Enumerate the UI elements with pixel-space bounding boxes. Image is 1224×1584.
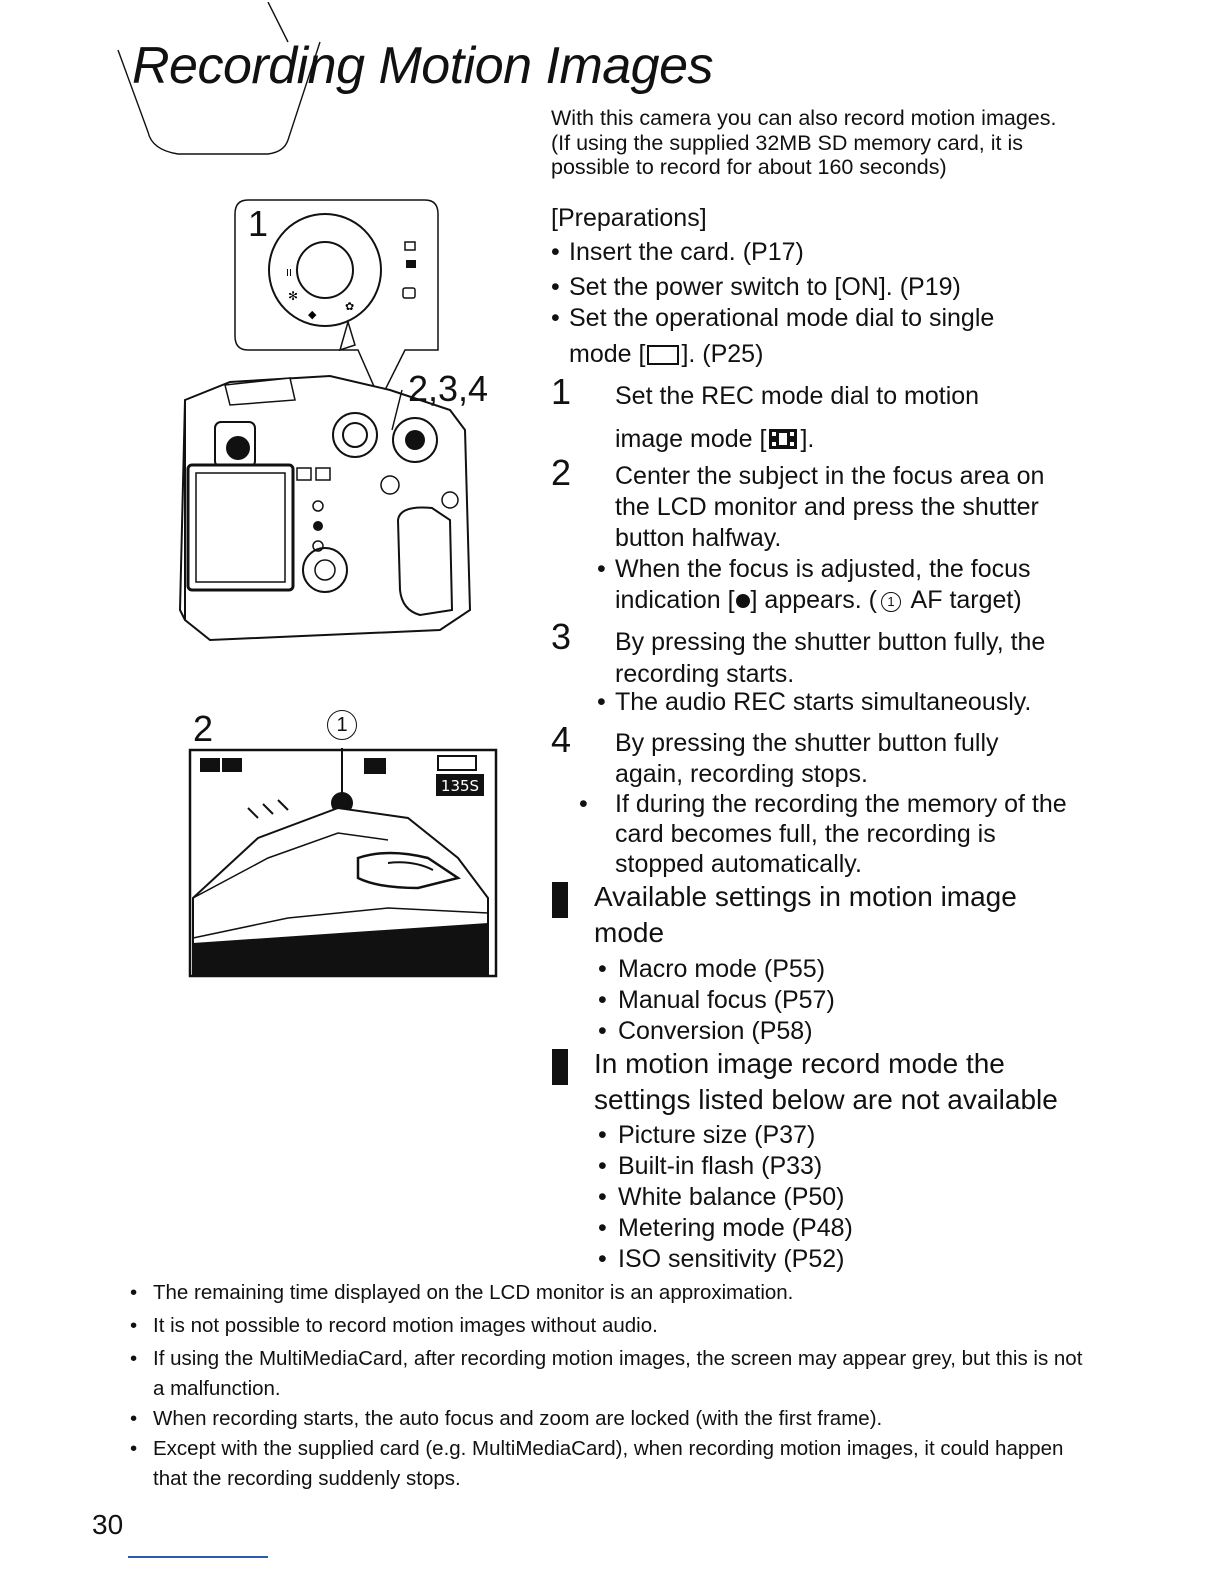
note-item: •If using the MultiMediaCard, after reco… [130, 1347, 1083, 1400]
intro-text: With this camera you can also record mot… [551, 106, 1057, 179]
available-section-marker [552, 882, 568, 918]
not-available-section-marker [552, 1049, 568, 1085]
list-item: •White balance (P50) [598, 1183, 845, 1211]
list-item: •ISO sensitivity (P52) [598, 1245, 845, 1273]
svg-text:II: II [286, 268, 292, 279]
page-number: 30 [92, 1509, 124, 1540]
prep-item-mode-dial: •Set the operational mode dial to single [551, 304, 995, 332]
note-item: •Except with the supplied card (e.g. Mul… [130, 1437, 1064, 1490]
not-available-settings-list: •Picture size (P37) •Built-in flash (P33… [598, 1120, 853, 1275]
step-3-number: 3 [551, 616, 572, 657]
notes-list: •The remaining time displayed on the LCD… [130, 1278, 1090, 1494]
footer-rule [128, 1556, 268, 1558]
step-4-sub: •If during the recording the memory of t… [579, 790, 1067, 878]
prep-item-power: •Set the power switch to [ON]. (P19) [551, 273, 961, 301]
prep-item-mode-dial-cont: mode []. (P25) [569, 340, 764, 368]
step-1-number: 1 [551, 371, 572, 412]
svg-text:✿: ✿ [345, 300, 354, 313]
list-item: •Macro mode (P55) [598, 955, 826, 983]
lcd-screen-illustration: 135S [188, 748, 498, 978]
list-item: •Conversion (P58) [598, 1017, 813, 1045]
af-target-marker: 1 [880, 592, 901, 612]
page-title: Recording Motion Images [132, 37, 714, 95]
step-2-text: Center the subject in the focus area on … [615, 462, 1045, 552]
step-4-text: By pressing the shutter button fully aga… [615, 729, 999, 788]
motion-image-icon [769, 429, 798, 449]
available-settings-list: •Macro mode (P55) •Manual focus (P57) •C… [598, 954, 835, 1047]
step-4-number: 4 [551, 719, 572, 760]
dial-callout-label: 1 [248, 203, 269, 244]
lcd-step-label: 2 [193, 708, 214, 749]
preparations-heading: [Preparations] [551, 204, 707, 232]
list-item: •Built-in flash (P33) [598, 1152, 823, 1180]
not-available-settings-heading: In motion image record mode the settings… [594, 1048, 1058, 1115]
step-2-number: 2 [551, 452, 572, 493]
buttons-callout-label: 2,3,4 [408, 368, 489, 409]
svg-text:◆: ◆ [308, 308, 317, 321]
step-3-sub: •The audio REC starts simultaneously. [597, 688, 1032, 716]
af-target-callout: 1 [327, 710, 357, 740]
title-decoration [117, 2, 321, 155]
remaining-time-readout: 135S [441, 777, 479, 795]
note-item: •It is not possible to record motion ima… [130, 1314, 658, 1337]
list-item: •Metering mode (P48) [598, 1214, 853, 1242]
note-item: •When recording starts, the auto focus a… [130, 1407, 883, 1430]
step-2-sub-b: indication [] appears. (1 AF target) [615, 586, 1022, 614]
step-3-text: By pressing the shutter button fully, th… [615, 628, 1046, 688]
step-1-text-cont: image mode []. [615, 425, 815, 453]
step-2-sub-a: •When the focus is adjusted, the focus [597, 555, 1031, 583]
available-settings-heading: Available settings in motion image mode [594, 881, 1017, 948]
note-item: •The remaining time displayed on the LCD… [130, 1281, 794, 1304]
step-1-text: Set the REC mode dial to motion [615, 382, 980, 410]
single-mode-icon [647, 345, 680, 366]
svg-text:✻: ✻ [288, 289, 298, 303]
focus-indication-icon [735, 594, 750, 608]
list-item: •Manual focus (P57) [598, 986, 835, 1014]
prep-item-card: •Insert the card. (P17) [551, 238, 804, 266]
camera-illustration: II ✻ ◆ ✿ [178, 199, 472, 642]
list-item: •Picture size (P37) [598, 1121, 816, 1149]
